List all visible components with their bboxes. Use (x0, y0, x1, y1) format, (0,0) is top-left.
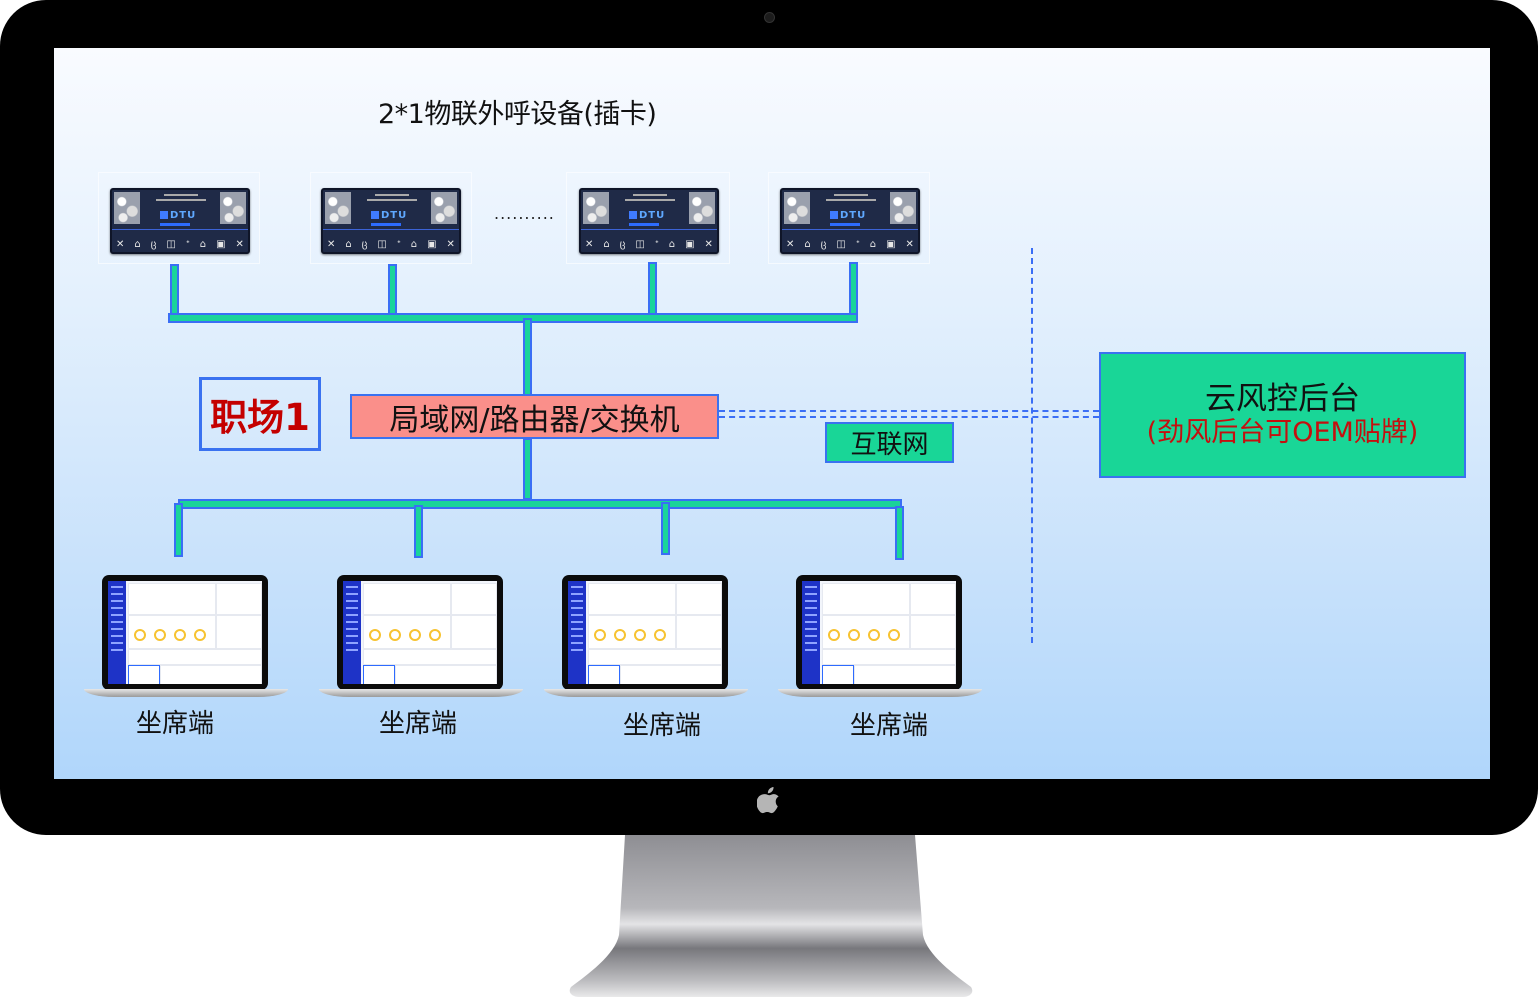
dashboard-screen-thumbnail (343, 581, 497, 684)
workplace-label: 职场1 (199, 377, 321, 451)
gear-pattern-icon (784, 192, 810, 224)
gear-pattern-icon (220, 192, 246, 224)
device-port-icons: ✕⌂ც◫ᐩ⌂▣✕ (786, 239, 914, 250)
device-port-icons: ✕⌂ც◫ᐩ⌂▣✕ (116, 239, 244, 250)
connector-line (170, 264, 179, 320)
gear-pattern-icon (689, 192, 715, 224)
terminal-label: 坐席端 (623, 711, 702, 741)
agent-laptop (84, 575, 288, 699)
diagram-title: 2*1物联外呼设备(插卡) (378, 99, 657, 130)
monitor-stand (569, 835, 973, 997)
iot-dialer-device: DTU ✕⌂ც◫ᐩ⌂▣✕ (780, 188, 920, 254)
laptop-base (778, 689, 982, 697)
network-boundary-dashed (1031, 248, 1033, 643)
connector-line (661, 502, 670, 555)
device-frame (310, 172, 472, 264)
device-logo: DTU (371, 210, 407, 221)
dashboard-screen-thumbnail (568, 581, 722, 684)
device-logo: DTU (830, 210, 866, 221)
terminal-label: 坐席端 (136, 709, 215, 739)
trunk-line-upper (523, 318, 532, 396)
lan-router-switch-node: 局域网/路由器/交换机 (350, 394, 719, 439)
gear-pattern-icon (325, 192, 351, 224)
cloud-subtitle: (劲风后台可OEM贴牌) (1146, 417, 1419, 448)
connector-line (388, 264, 397, 318)
internet-node: 互联网 (825, 422, 954, 463)
device-port-icons: ✕⌂ც◫ᐩ⌂▣✕ (585, 239, 713, 250)
cloud-title: 云风控后台 (1205, 381, 1360, 417)
connector-line (648, 262, 657, 320)
gear-pattern-icon (890, 192, 916, 224)
cloud-risk-control-backend: 云风控后台 (劲风后台可OEM贴牌) (1099, 352, 1466, 478)
gear-pattern-icon (114, 192, 140, 224)
agent-laptop (319, 575, 523, 699)
agent-laptop (778, 575, 982, 699)
gear-pattern-icon (431, 192, 457, 224)
lower-bus-line (178, 499, 902, 509)
apple-logo-icon (755, 786, 783, 816)
connector-line (849, 262, 858, 320)
device-frame (98, 172, 260, 264)
device-logo: DTU (160, 210, 196, 221)
terminal-label: 坐席端 (379, 709, 458, 739)
trunk-line-lower (523, 438, 532, 500)
more-devices-ellipsis: .......... (494, 204, 555, 223)
camera-icon (764, 12, 775, 23)
diagram-screen: 2*1物联外呼设备(插卡) DTU ✕⌂ც◫ᐩ⌂▣✕ DTU ✕⌂ც◫ᐩ⌂▣✕ … (54, 48, 1490, 779)
iot-dialer-device: DTU ✕⌂ც◫ᐩ⌂▣✕ (579, 188, 719, 254)
laptop-base (319, 689, 523, 697)
connector-line (174, 503, 183, 557)
iot-dialer-device: DTU ✕⌂ც◫ᐩ⌂▣✕ (110, 188, 250, 254)
laptop-base (544, 689, 748, 697)
connector-line (895, 506, 904, 560)
device-logo: DTU (629, 210, 665, 221)
internet-link-dashed (719, 410, 1099, 412)
upper-bus-line (168, 313, 858, 323)
gear-pattern-icon (583, 192, 609, 224)
iot-dialer-device: DTU ✕⌂ც◫ᐩ⌂▣✕ (321, 188, 461, 254)
dashboard-screen-thumbnail (108, 581, 262, 684)
terminal-label: 坐席端 (850, 711, 929, 741)
agent-laptop (544, 575, 748, 699)
laptop-base (84, 689, 288, 697)
internet-link-dashed (719, 416, 1099, 418)
connector-line (414, 505, 423, 558)
device-port-icons: ✕⌂ც◫ᐩ⌂▣✕ (327, 239, 455, 250)
dashboard-screen-thumbnail (802, 581, 956, 684)
